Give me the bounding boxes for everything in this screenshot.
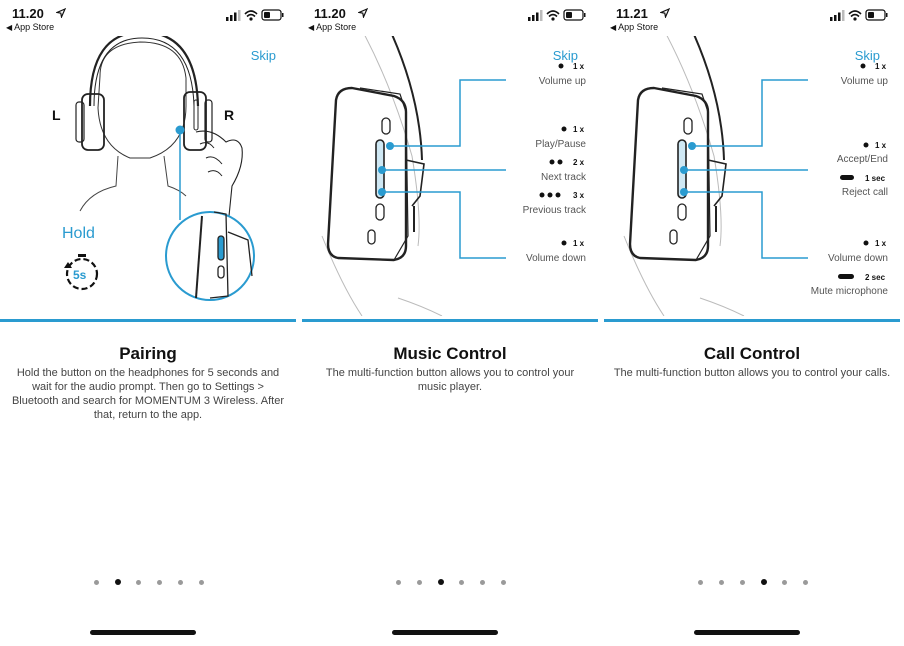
status-bar: 11.20 ◀App Store xyxy=(308,4,586,34)
page-indicator[interactable] xyxy=(0,578,296,588)
location-arrow-icon xyxy=(56,8,66,18)
page-description: Hold the button on the headphones for 5 … xyxy=(11,367,285,421)
accent-divider xyxy=(302,319,598,322)
page-title: Music Control xyxy=(393,344,507,363)
page-dot[interactable] xyxy=(114,579,121,585)
page-dot[interactable] xyxy=(500,580,506,585)
page-title: Call Control xyxy=(703,344,801,363)
signal-icon xyxy=(226,10,241,21)
system-icons xyxy=(226,9,284,21)
volume-up-count: 1 x xyxy=(573,62,585,71)
signal-icon xyxy=(830,10,845,21)
pairing-screen: 11.20 ◀App Store Skip xyxy=(0,0,296,646)
back-to-app-store[interactable]: ◀App Store xyxy=(308,22,356,32)
accent-divider xyxy=(604,319,900,322)
mute-microphone-count: 2 sec xyxy=(865,273,886,282)
page-dot[interactable] xyxy=(697,580,703,585)
page-dot[interactable] xyxy=(177,580,183,585)
stopwatch-icon xyxy=(64,254,99,291)
accent-divider xyxy=(0,319,296,322)
page-description: The multi-function button allows you to … xyxy=(613,367,891,379)
page-dot[interactable] xyxy=(718,580,724,585)
mute-microphone-label: Mute microphone xyxy=(811,286,889,297)
page-indicator[interactable] xyxy=(604,578,900,588)
signal-icon xyxy=(528,10,543,21)
page-dot[interactable] xyxy=(739,580,745,585)
page-dot[interactable] xyxy=(198,580,204,585)
volume-down-count: 1 x xyxy=(875,239,887,248)
reject-call-count: 1 sec xyxy=(865,174,886,183)
call-control-screen: 11.21 ◀App Store Skip xyxy=(604,0,900,646)
status-time: 11.21 xyxy=(616,6,648,21)
battery-icon xyxy=(261,9,284,21)
volume-up-label: Volume up xyxy=(841,76,889,87)
page-dot[interactable] xyxy=(479,580,485,585)
page-dot[interactable] xyxy=(416,580,422,585)
hold-label: Hold xyxy=(62,225,95,242)
home-indicator[interactable] xyxy=(392,630,498,635)
play-pause-label: Play/Pause xyxy=(535,139,586,150)
play-pause-count: 1 x xyxy=(573,125,585,134)
back-triangle-icon: ◀ xyxy=(610,23,617,32)
previous-track-label: Previous track xyxy=(523,205,587,216)
system-icons xyxy=(528,9,586,21)
page-dot[interactable] xyxy=(458,580,464,585)
home-indicator[interactable] xyxy=(694,630,800,635)
back-triangle-icon: ◀ xyxy=(6,23,13,32)
back-label: App Store xyxy=(316,22,357,32)
back-to-app-store[interactable]: ◀App Store xyxy=(610,22,658,32)
back-triangle-icon: ◀ xyxy=(308,23,315,32)
wifi-icon xyxy=(244,10,258,21)
location-arrow-icon xyxy=(660,8,670,18)
battery-icon xyxy=(865,9,888,21)
status-bar: 11.20 ◀App Store xyxy=(6,4,284,34)
back-label: App Store xyxy=(14,22,55,32)
left-label: L xyxy=(52,107,61,123)
timer-label: 5s xyxy=(73,268,87,282)
status-time: 11.20 xyxy=(314,6,346,21)
skip-button[interactable]: Skip xyxy=(552,48,578,63)
page-dot[interactable] xyxy=(760,579,767,585)
wifi-icon xyxy=(848,10,862,21)
next-track-count: 2 x xyxy=(573,158,585,167)
page-dot[interactable] xyxy=(135,580,141,585)
home-indicator[interactable] xyxy=(90,630,196,635)
previous-track-count: 3 x xyxy=(573,191,585,200)
page-dot[interactable] xyxy=(156,580,162,585)
page-description: The multi-function button allows you to … xyxy=(325,367,575,393)
page-dot[interactable] xyxy=(93,580,99,585)
skip-button[interactable]: Skip xyxy=(854,48,880,63)
page-dot[interactable] xyxy=(437,579,444,585)
volume-up-label: Volume up xyxy=(539,76,587,87)
accept-end-count: 1 x xyxy=(875,141,887,150)
page-dot[interactable] xyxy=(781,580,787,585)
page-title: Pairing xyxy=(119,344,177,363)
back-to-app-store[interactable]: ◀App Store xyxy=(6,22,54,32)
page-dot[interactable] xyxy=(802,580,808,585)
volume-down-count: 1 x xyxy=(573,239,585,248)
next-track-label: Next track xyxy=(541,172,587,183)
status-time: 11.20 xyxy=(12,6,44,21)
accept-end-label: Accept/End xyxy=(837,154,888,165)
right-label: R xyxy=(224,107,234,123)
volume-up-count: 1 x xyxy=(875,62,887,71)
earcup-illustration: 1 x Volume up 1 x Play/Pause 2 x Next tr… xyxy=(321,36,587,316)
page-dot[interactable] xyxy=(395,580,401,585)
music-control-screen: 11.20 ◀App Store Skip xyxy=(302,0,598,646)
headphones-illustration: L R Hold 5s xyxy=(52,36,255,301)
battery-icon xyxy=(563,9,586,21)
earcup-illustration: 1 x Volume up 1 x Accept/End 1 sec Rejec… xyxy=(623,36,889,316)
back-label: App Store xyxy=(618,22,659,32)
volume-down-label: Volume down xyxy=(526,253,586,264)
page-indicator[interactable] xyxy=(302,578,598,588)
system-icons xyxy=(830,9,888,21)
reject-call-label: Reject call xyxy=(842,187,888,198)
volume-down-label: Volume down xyxy=(828,253,888,264)
wifi-icon xyxy=(546,10,560,21)
status-bar: 11.21 ◀App Store xyxy=(610,4,888,34)
location-arrow-icon xyxy=(358,8,368,18)
skip-button[interactable]: Skip xyxy=(250,48,276,63)
